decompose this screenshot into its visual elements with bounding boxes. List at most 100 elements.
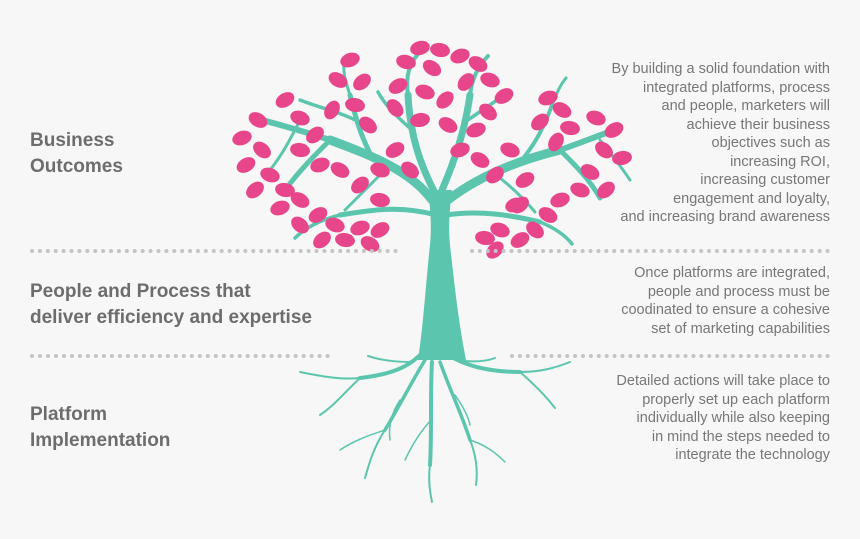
leaf [430,42,450,58]
root [364,429,386,479]
divider-upper-right [470,249,830,253]
leaf [328,72,348,88]
leaf [313,231,331,249]
people-process-description: Once platforms are integrated, people an… [621,265,830,337]
tree-leaves [232,40,632,259]
leaf [260,167,280,183]
leaf [351,176,369,194]
branch [325,135,437,205]
leaf [515,172,535,188]
root [519,371,556,409]
branch [498,176,537,214]
leaf [345,97,365,113]
leaf [232,130,252,146]
leaf [580,164,600,180]
platform-implementation-description: Detailed actions will take place to prop… [616,373,830,463]
leaf [335,232,355,248]
leaf [475,230,495,246]
tree-roots [299,353,571,503]
leaf [306,126,324,144]
platform-implementation-label: Platform Implementation [30,404,171,451]
leaf [505,197,525,213]
root [454,357,496,363]
leaf [275,92,295,108]
leaf [353,73,371,91]
leaf [538,90,558,106]
business-outcomes-label: Business Outcomes [30,130,123,177]
leaf [526,221,544,239]
leaf [597,181,615,199]
leaf [570,182,590,198]
leaf [550,192,570,208]
leaf [359,116,377,134]
leaf [386,99,404,117]
leaf [548,132,564,152]
leaf [310,157,330,173]
leaf [480,72,500,88]
leaf [275,182,295,198]
leaf [479,103,497,121]
leaf [370,192,390,208]
leaf [595,141,613,159]
leaf [457,73,475,91]
leaf [308,207,328,223]
leaf [325,217,345,233]
branch [343,173,382,212]
branch [443,210,543,225]
leaf [422,59,442,77]
leaf [291,216,309,234]
leaf [486,166,504,184]
leaf [410,40,430,56]
leaf [370,222,390,238]
root [319,377,361,416]
leaf [438,117,458,133]
root [299,371,361,380]
leaf [350,220,370,236]
leaf [370,162,390,178]
leaf [290,192,310,208]
branch [438,91,474,194]
business-outcomes-description: By building a solid foundation with inte… [611,61,830,225]
branch [468,54,490,97]
root [469,439,506,463]
root [454,394,471,426]
root [383,358,427,432]
leaf [396,54,416,70]
root [358,353,422,380]
root [388,399,401,441]
leaf [290,110,310,126]
leaf [248,112,268,128]
branch [268,118,302,172]
leaf [450,142,470,158]
leaf [290,142,310,158]
branch [337,206,439,218]
root [428,464,433,503]
leaf [340,52,360,68]
leaf [612,150,632,166]
leaf [450,48,470,64]
leaf [360,236,380,252]
leaf [470,152,490,168]
leaf [330,162,350,178]
root [428,360,434,467]
leaf [270,200,290,216]
branch [518,103,554,164]
people-process-label: People and Process that deliver efficien… [30,281,312,328]
leaf [552,102,572,118]
leaf [560,120,580,136]
leaf [494,88,514,104]
root [469,439,478,486]
divider-lower-left [30,354,330,358]
leaf [500,142,520,158]
leaf [531,113,549,131]
root [438,360,472,442]
root [404,419,432,461]
root [519,361,571,373]
leaf [415,84,435,100]
divider-lower-right [510,354,830,358]
root [367,355,411,363]
branch [293,213,342,240]
branch [538,220,574,246]
